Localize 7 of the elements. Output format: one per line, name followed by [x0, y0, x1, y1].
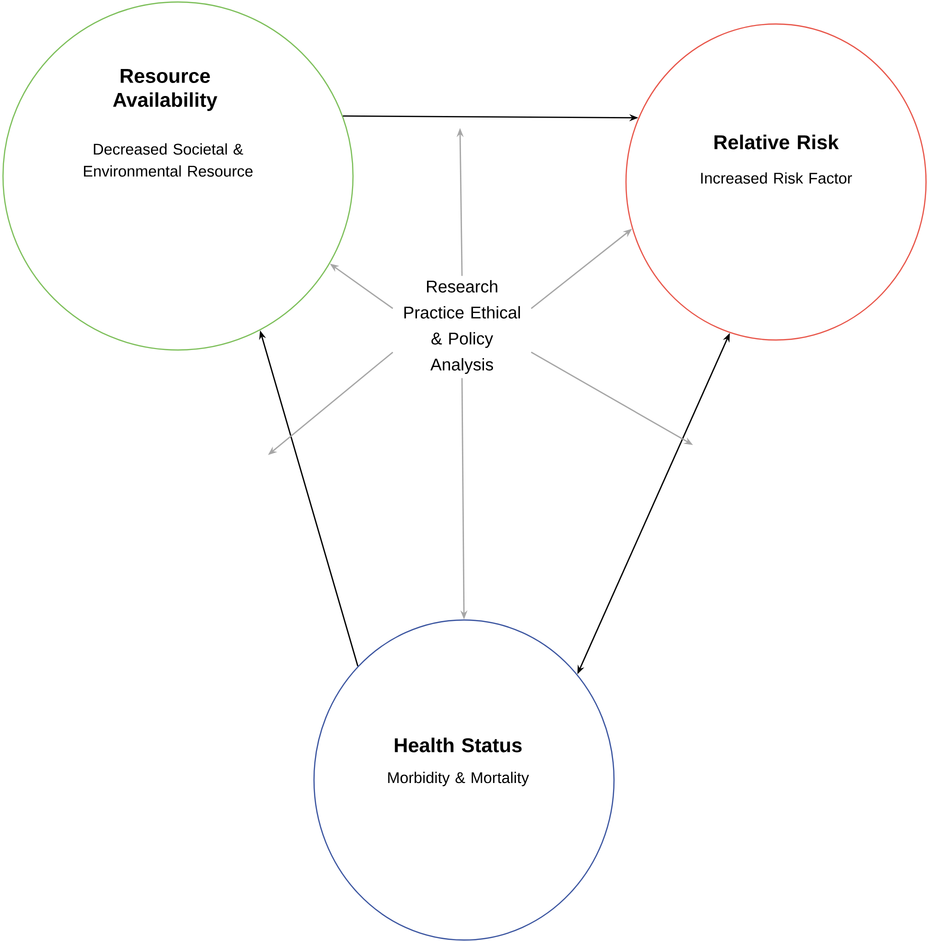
node-subtitle: Decreased Societal & Environmental Resource [84, 143, 253, 177]
node-subtitle: Increased Risk Factor [701, 172, 852, 184]
center-text: Research Practice Ethical & Policy Analysis [404, 280, 520, 374]
node-subtitle: Morbidity & Mortality [388, 772, 529, 786]
node-title: Health Status [394, 738, 522, 752]
node-title: Resource Availability [113, 69, 218, 111]
node-title: Relative Risk [714, 134, 839, 150]
